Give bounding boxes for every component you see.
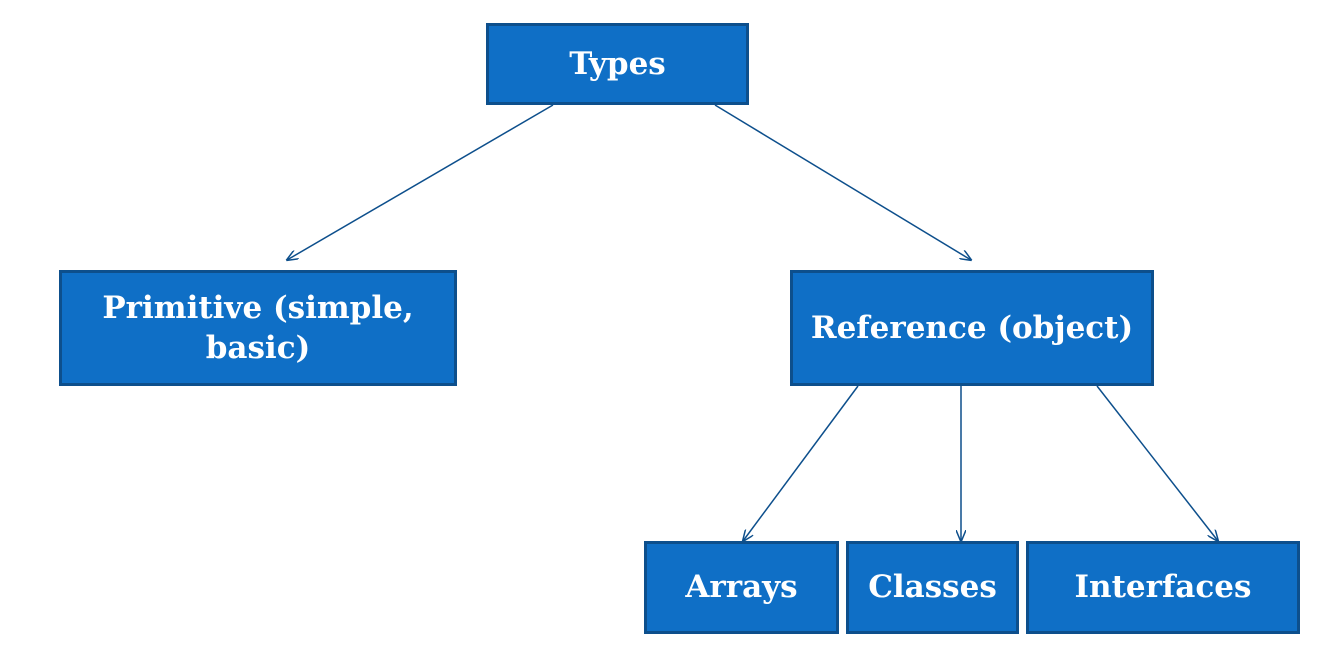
node-primitive: Primitive (simple, basic) <box>59 270 457 386</box>
node-classes-label: Classes <box>868 569 997 606</box>
node-classes: Classes <box>846 541 1019 634</box>
node-interfaces: Interfaces <box>1026 541 1300 634</box>
node-reference: Reference (object) <box>790 270 1154 386</box>
node-arrays-label: Arrays <box>685 569 798 606</box>
edge-reference-to-interfaces <box>1096 385 1218 541</box>
node-arrays: Arrays <box>644 541 839 634</box>
node-interfaces-label: Interfaces <box>1074 569 1252 606</box>
edge-types-to-reference <box>714 104 971 260</box>
edge-types-to-primitive <box>287 104 554 260</box>
edge-reference-to-arrays <box>743 385 859 541</box>
node-primitive-label: Primitive (simple, basic) <box>102 289 414 366</box>
node-types-label: Types <box>569 45 666 82</box>
node-types: Types <box>486 23 749 105</box>
node-reference-label: Reference (object) <box>810 309 1134 346</box>
